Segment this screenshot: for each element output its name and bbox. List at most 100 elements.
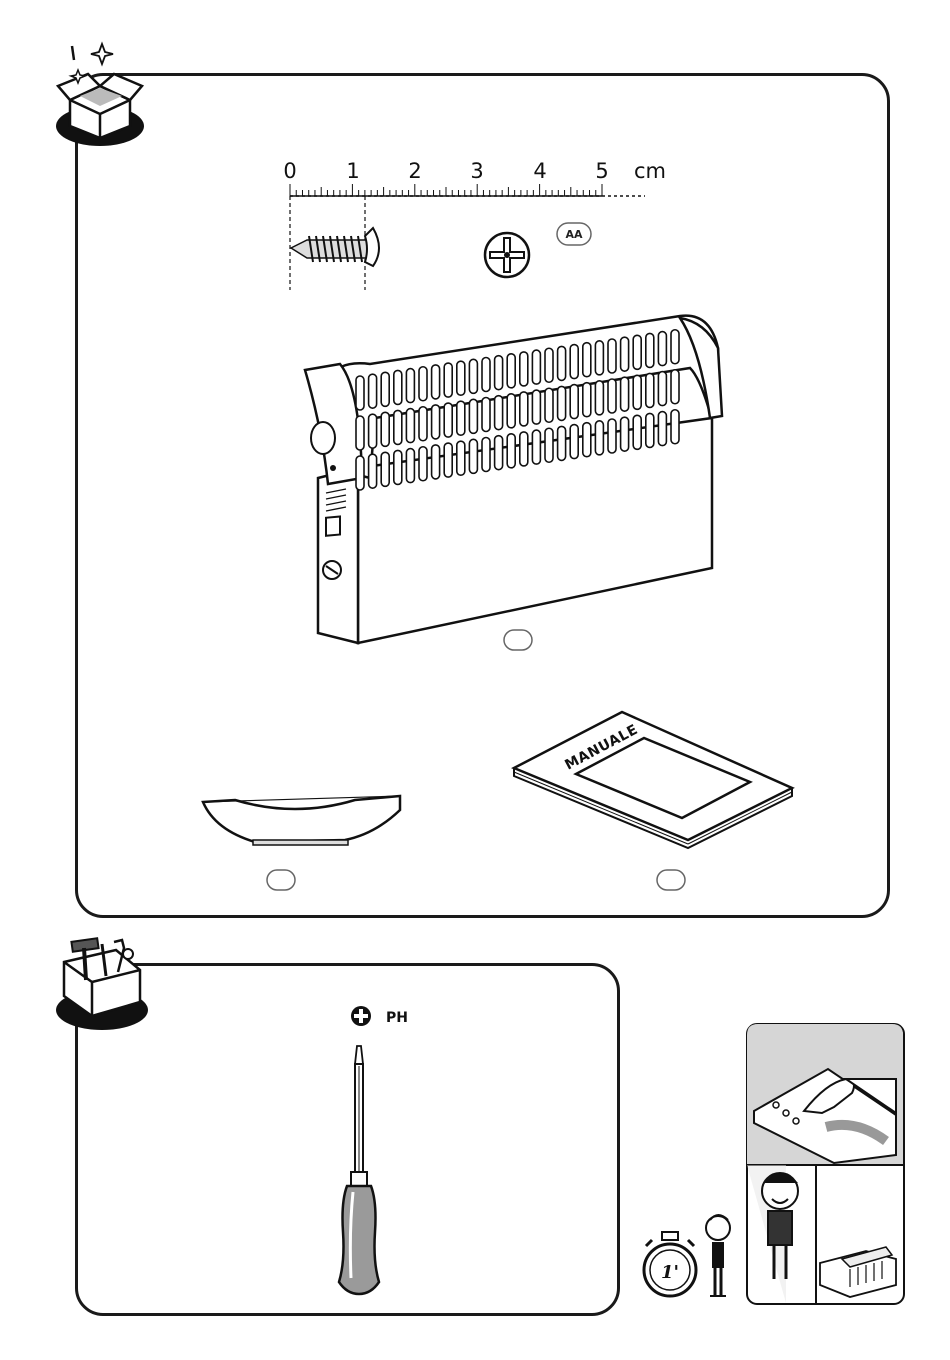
screw-image bbox=[285, 222, 395, 277]
screw-code-badge: AA bbox=[556, 222, 596, 248]
heater-louver bbox=[444, 443, 452, 477]
heater-louver bbox=[419, 447, 427, 481]
ruler-label-5: 5 bbox=[595, 159, 608, 183]
heater-louver bbox=[671, 410, 679, 444]
heater-louver bbox=[469, 399, 477, 433]
heater-louver bbox=[595, 381, 603, 415]
heater-louver bbox=[369, 454, 377, 488]
heater-louver bbox=[558, 386, 566, 420]
manual-image: MANUALE bbox=[510, 708, 800, 848]
heater-louver bbox=[457, 361, 465, 395]
heater-part-marker bbox=[502, 628, 536, 654]
heater-louver bbox=[495, 396, 503, 430]
heater-louver bbox=[369, 374, 377, 408]
heater-louver bbox=[520, 432, 528, 466]
stopwatch-icon: 1' bbox=[640, 1228, 702, 1300]
phillips-tool-label: PH bbox=[350, 1005, 420, 1031]
heater-louver bbox=[432, 405, 440, 439]
heater-louver bbox=[570, 345, 578, 379]
heater-louver bbox=[558, 346, 566, 380]
heater-louver bbox=[646, 333, 654, 367]
heater-louver bbox=[482, 398, 490, 432]
heater-louver bbox=[507, 434, 515, 468]
heater-louver bbox=[482, 358, 490, 392]
heater-louver bbox=[495, 356, 503, 390]
heater-louver bbox=[419, 367, 427, 401]
heater-louver bbox=[432, 365, 440, 399]
heater-louver bbox=[394, 450, 402, 484]
heater-louver bbox=[621, 417, 629, 451]
ruler-unit: cm bbox=[634, 159, 666, 183]
one-person-icon bbox=[700, 1212, 740, 1302]
heater-louver bbox=[558, 426, 566, 460]
heater-louver bbox=[520, 352, 528, 386]
read-manual-illustration bbox=[746, 1023, 906, 1305]
heater-louver bbox=[583, 343, 591, 377]
time-estimate: 1' bbox=[661, 1262, 679, 1283]
heater-louver bbox=[570, 385, 578, 419]
heater-louver bbox=[381, 372, 389, 406]
heater-louver bbox=[532, 390, 540, 424]
ruler-label-0: 0 bbox=[283, 159, 296, 183]
heater-louver bbox=[532, 350, 540, 384]
foot-image bbox=[195, 790, 410, 852]
heater-louver bbox=[633, 415, 641, 449]
heater-louver bbox=[633, 335, 641, 369]
heater-louver bbox=[507, 394, 515, 428]
heater-louver bbox=[608, 419, 616, 453]
heater-louver bbox=[658, 412, 666, 446]
ruler-label-3: 3 bbox=[470, 159, 483, 183]
heater-louver bbox=[381, 452, 389, 486]
ruler-scale bbox=[290, 184, 602, 196]
heater-louver bbox=[507, 354, 515, 388]
heater-louver bbox=[394, 410, 402, 444]
heater-louver bbox=[457, 401, 465, 435]
heater-louver bbox=[658, 332, 666, 366]
screw-head-icon bbox=[482, 230, 532, 280]
open-box-icon bbox=[52, 38, 152, 148]
heater-louver bbox=[570, 425, 578, 459]
heater-louver bbox=[595, 421, 603, 455]
heater-image bbox=[300, 308, 730, 648]
heater-louver bbox=[583, 423, 591, 457]
heater-louver bbox=[444, 403, 452, 437]
heater-louver bbox=[406, 409, 414, 443]
ruler-label-2: 2 bbox=[408, 159, 421, 183]
heater-louver bbox=[469, 359, 477, 393]
heater-louver bbox=[356, 376, 364, 410]
foot-part-marker bbox=[265, 868, 299, 894]
heater-louver bbox=[532, 430, 540, 464]
heater-louver bbox=[406, 369, 414, 403]
heater-louver bbox=[406, 449, 414, 483]
heater-louver bbox=[356, 456, 364, 490]
heater-louver bbox=[419, 407, 427, 441]
heater-louver bbox=[369, 414, 377, 448]
heater-louver bbox=[356, 416, 364, 450]
screw-code-text: AA bbox=[565, 228, 583, 241]
heater-louver bbox=[381, 412, 389, 446]
heater-louver bbox=[608, 339, 616, 373]
heater-louver bbox=[621, 337, 629, 371]
heater-louver bbox=[394, 370, 402, 404]
heater-louver bbox=[482, 438, 490, 472]
heater-louver bbox=[633, 375, 641, 409]
ruler-label-1: 1 bbox=[346, 159, 359, 183]
heater-louver bbox=[545, 388, 553, 422]
heater-louver bbox=[621, 377, 629, 411]
manual-part-marker bbox=[655, 868, 689, 894]
heater-louver bbox=[595, 341, 603, 375]
toolbox-icon bbox=[52, 932, 156, 1032]
heater-louver bbox=[444, 363, 452, 397]
heater-louver bbox=[545, 428, 553, 462]
heater-louver bbox=[658, 372, 666, 406]
heater-louver bbox=[671, 370, 679, 404]
heater-louver bbox=[545, 348, 553, 382]
heater-louver bbox=[583, 383, 591, 417]
heater-louver bbox=[608, 379, 616, 413]
heater-louver bbox=[469, 439, 477, 473]
heater-louver bbox=[432, 445, 440, 479]
heater-louver bbox=[520, 392, 528, 426]
ruler-label-4: 4 bbox=[533, 159, 546, 183]
heater-louver bbox=[457, 441, 465, 475]
screwdriver-type: PH bbox=[386, 1010, 408, 1026]
